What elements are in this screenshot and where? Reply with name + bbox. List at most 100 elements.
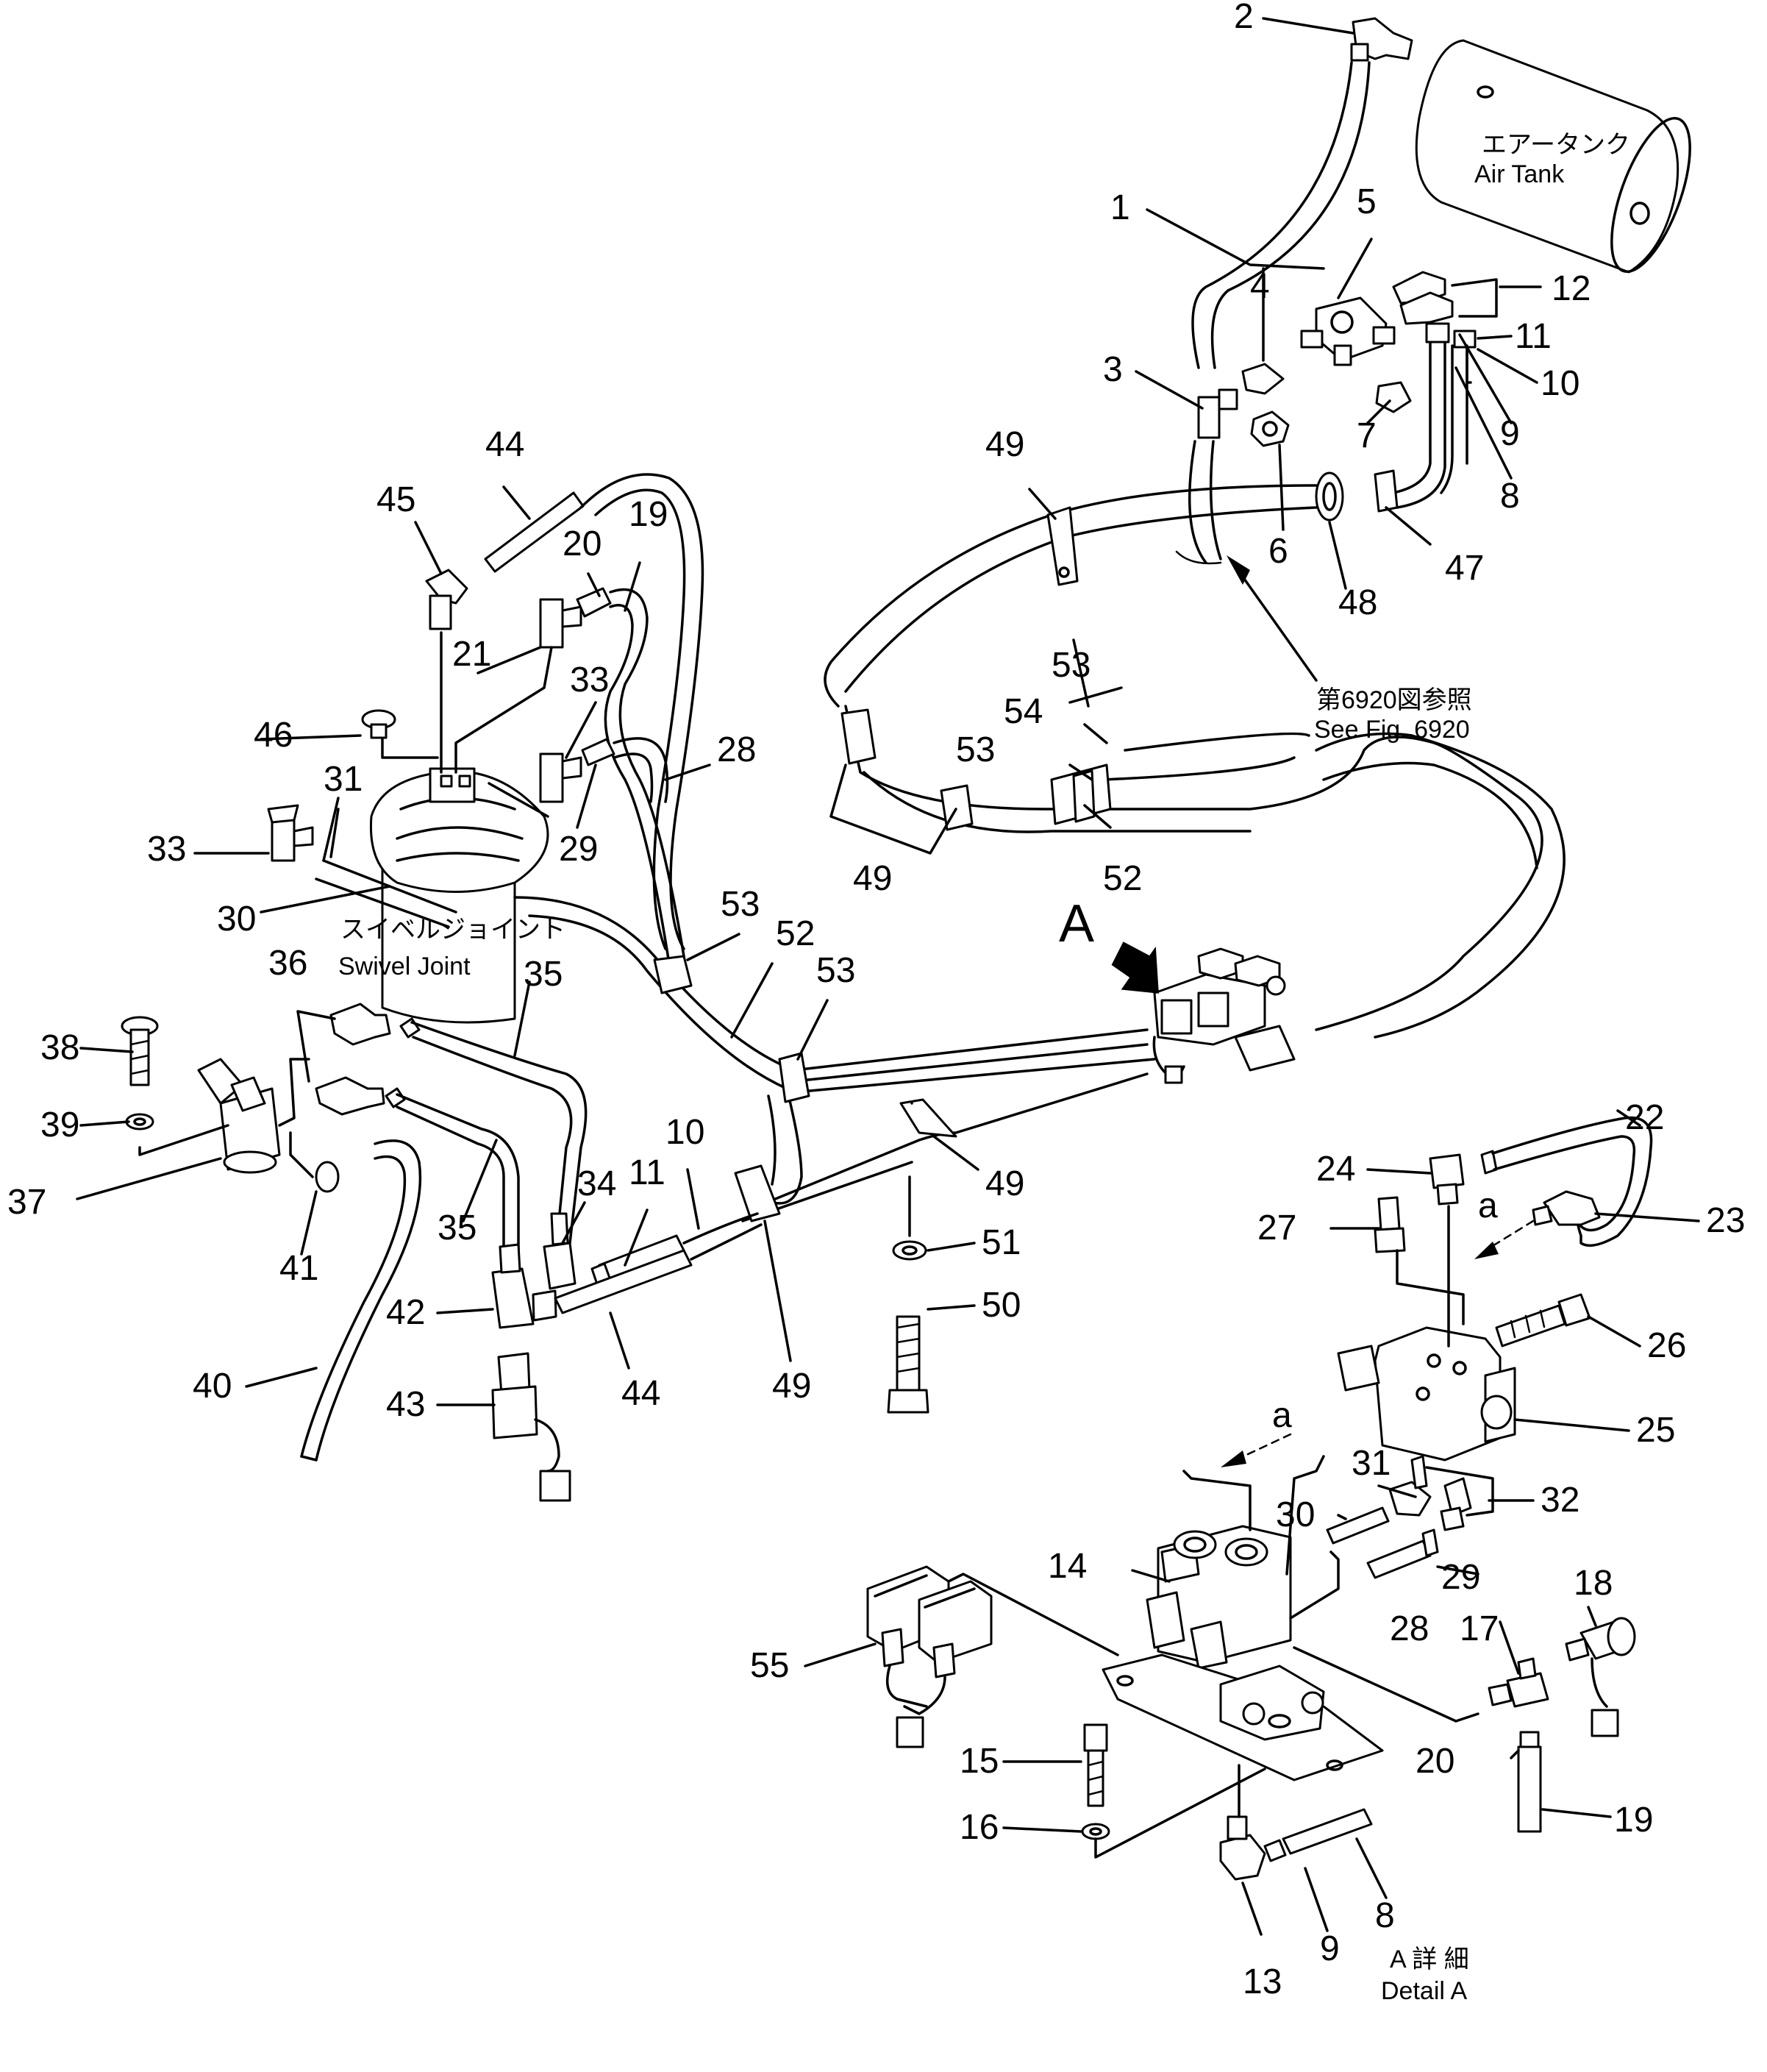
callout-3: 3 (1103, 350, 1123, 389)
callout-13: 13 (1243, 1962, 1282, 2001)
callout-11-lower: 11 (629, 1153, 665, 1192)
callout-47: 47 (1445, 549, 1484, 588)
callout-53-mid-b: 53 (816, 951, 855, 990)
tee-21 (539, 598, 582, 649)
callout-2: 2 (1234, 0, 1254, 36)
callout-20-detail: 20 (1416, 1742, 1454, 1781)
callout-18: 18 (1574, 1564, 1613, 1603)
hose-1 (1191, 61, 1371, 369)
switch-43 (491, 1352, 571, 1502)
hose-44-lower (554, 1249, 693, 1314)
tee-33-left (267, 804, 314, 862)
callout-8: 8 (1500, 477, 1520, 516)
callout-6: 6 (1268, 532, 1288, 571)
flow-label-a-upper: a (1478, 1186, 1498, 1225)
elbow-23 (1532, 1190, 1601, 1226)
callout-numbers: 2 1 5 4 3 12 11 10 9 8 7 6 47 48 49 53 5… (7, 0, 1745, 2001)
leader-lines (76, 17, 1700, 1936)
callout-33-left: 33 (147, 830, 186, 869)
see-fig-6920-leader (1227, 555, 1318, 682)
tube-30 (1326, 1506, 1390, 1545)
callout-48: 48 (1338, 583, 1377, 622)
callout-14: 14 (1048, 1547, 1087, 1586)
callout-19-detail: 19 (1614, 1801, 1653, 1840)
callout-49-top: 49 (985, 425, 1024, 464)
tubes-8-10-11 (1392, 322, 1477, 509)
callout-31-detail: 31 (1352, 1444, 1391, 1483)
callout-4: 4 (1250, 267, 1270, 306)
callout-43: 43 (386, 1385, 425, 1424)
bundle-52-53 (513, 896, 1156, 1222)
callout-28-detail: 28 (1390, 1609, 1429, 1648)
callout-39: 39 (40, 1106, 79, 1144)
detail-title-en: Detail A (1381, 1977, 1467, 2005)
washer-51 (892, 1175, 927, 1261)
elbow-31 (1388, 1455, 1432, 1517)
callout-34: 34 (577, 1164, 616, 1203)
callout-44-lower: 44 (621, 1374, 660, 1413)
callout-20-top: 20 (563, 524, 602, 563)
hose-swivel-loop (579, 473, 704, 950)
callout-52-mid: 52 (776, 914, 815, 953)
fitting-34 (543, 1212, 576, 1290)
callout-9-detail: 9 (1320, 1929, 1340, 1968)
callout-29-top: 29 (559, 830, 598, 869)
valve-A: A (1059, 894, 1296, 1084)
detail-title-jp: A 詳 細 (1390, 1945, 1469, 1973)
tube-19 (1517, 1731, 1542, 1833)
see-fig-6920: 第6920図参照 See Fig. 6920 (1314, 686, 1472, 744)
callout-35-lower: 35 (438, 1208, 476, 1247)
callout-52-right: 52 (1103, 859, 1142, 898)
callout-38: 38 (40, 1028, 79, 1067)
callout-50: 50 (982, 1286, 1021, 1325)
tee-33-top (539, 752, 582, 803)
callout-25: 25 (1636, 1411, 1675, 1450)
callout-19-top: 19 (629, 495, 668, 534)
solenoid-37 (138, 1058, 310, 1174)
callout-54: 54 (1004, 692, 1043, 731)
elbow-13 (1219, 1764, 1266, 1881)
callout-49-loop: 49 (853, 859, 892, 898)
tee-fitting-3 (1197, 388, 1238, 439)
fitting-24 (1429, 1153, 1465, 1206)
callout-22: 22 (1625, 1098, 1664, 1137)
clamp-49-lower (734, 1098, 957, 1222)
callout-9: 9 (1500, 414, 1520, 453)
callout-49-lower-left: 49 (772, 1367, 811, 1406)
flow-label-a-lower: a (1272, 1396, 1292, 1435)
see-fig-en: See Fig. 6920 (1314, 716, 1470, 744)
callout-29-detail: 29 (1441, 1558, 1480, 1597)
washer-39 (125, 1113, 154, 1131)
callout-49-lower-right: 49 (985, 1164, 1024, 1203)
callout-53-right-top: 53 (1052, 646, 1090, 685)
callout-12: 12 (1552, 269, 1591, 308)
see-fig-jp: 第6920図参照 (1316, 686, 1472, 714)
hose-10-lower (682, 1212, 763, 1261)
bolt-15 (1083, 1723, 1108, 1807)
hose-35a (399, 1017, 588, 1245)
callout-5: 5 (1357, 182, 1377, 221)
plug-46 (361, 709, 396, 739)
nut-6 (1250, 410, 1290, 447)
callout-41: 41 (279, 1249, 318, 1288)
elbow-36a (329, 1003, 391, 1046)
valve-block-25 (1337, 1205, 1516, 1462)
tube-28-29 (1366, 1528, 1439, 1579)
tee-17 (1488, 1657, 1549, 1708)
air-tank-label-jp: エアータンク (1482, 131, 1630, 159)
washer-16 (1081, 1767, 1266, 1859)
callout-37: 37 (7, 1183, 46, 1222)
callout-10: 10 (1541, 364, 1579, 403)
flow-arrow-a-upper (1474, 1220, 1535, 1259)
callout-51: 51 (982, 1223, 1021, 1262)
bolt-38 (121, 1016, 159, 1086)
clamp-49-loop (829, 708, 974, 855)
elbow-fitting-2 (1350, 17, 1413, 62)
callout-11: 11 (1515, 317, 1552, 356)
fitting-4 (1241, 363, 1285, 395)
callout-10-lower: 10 (665, 1113, 704, 1152)
callout-30-top: 30 (217, 900, 256, 939)
elbow-36b (315, 1076, 385, 1116)
tube-9-8 (1263, 1808, 1373, 1862)
elbow-32 (1425, 1466, 1494, 1531)
